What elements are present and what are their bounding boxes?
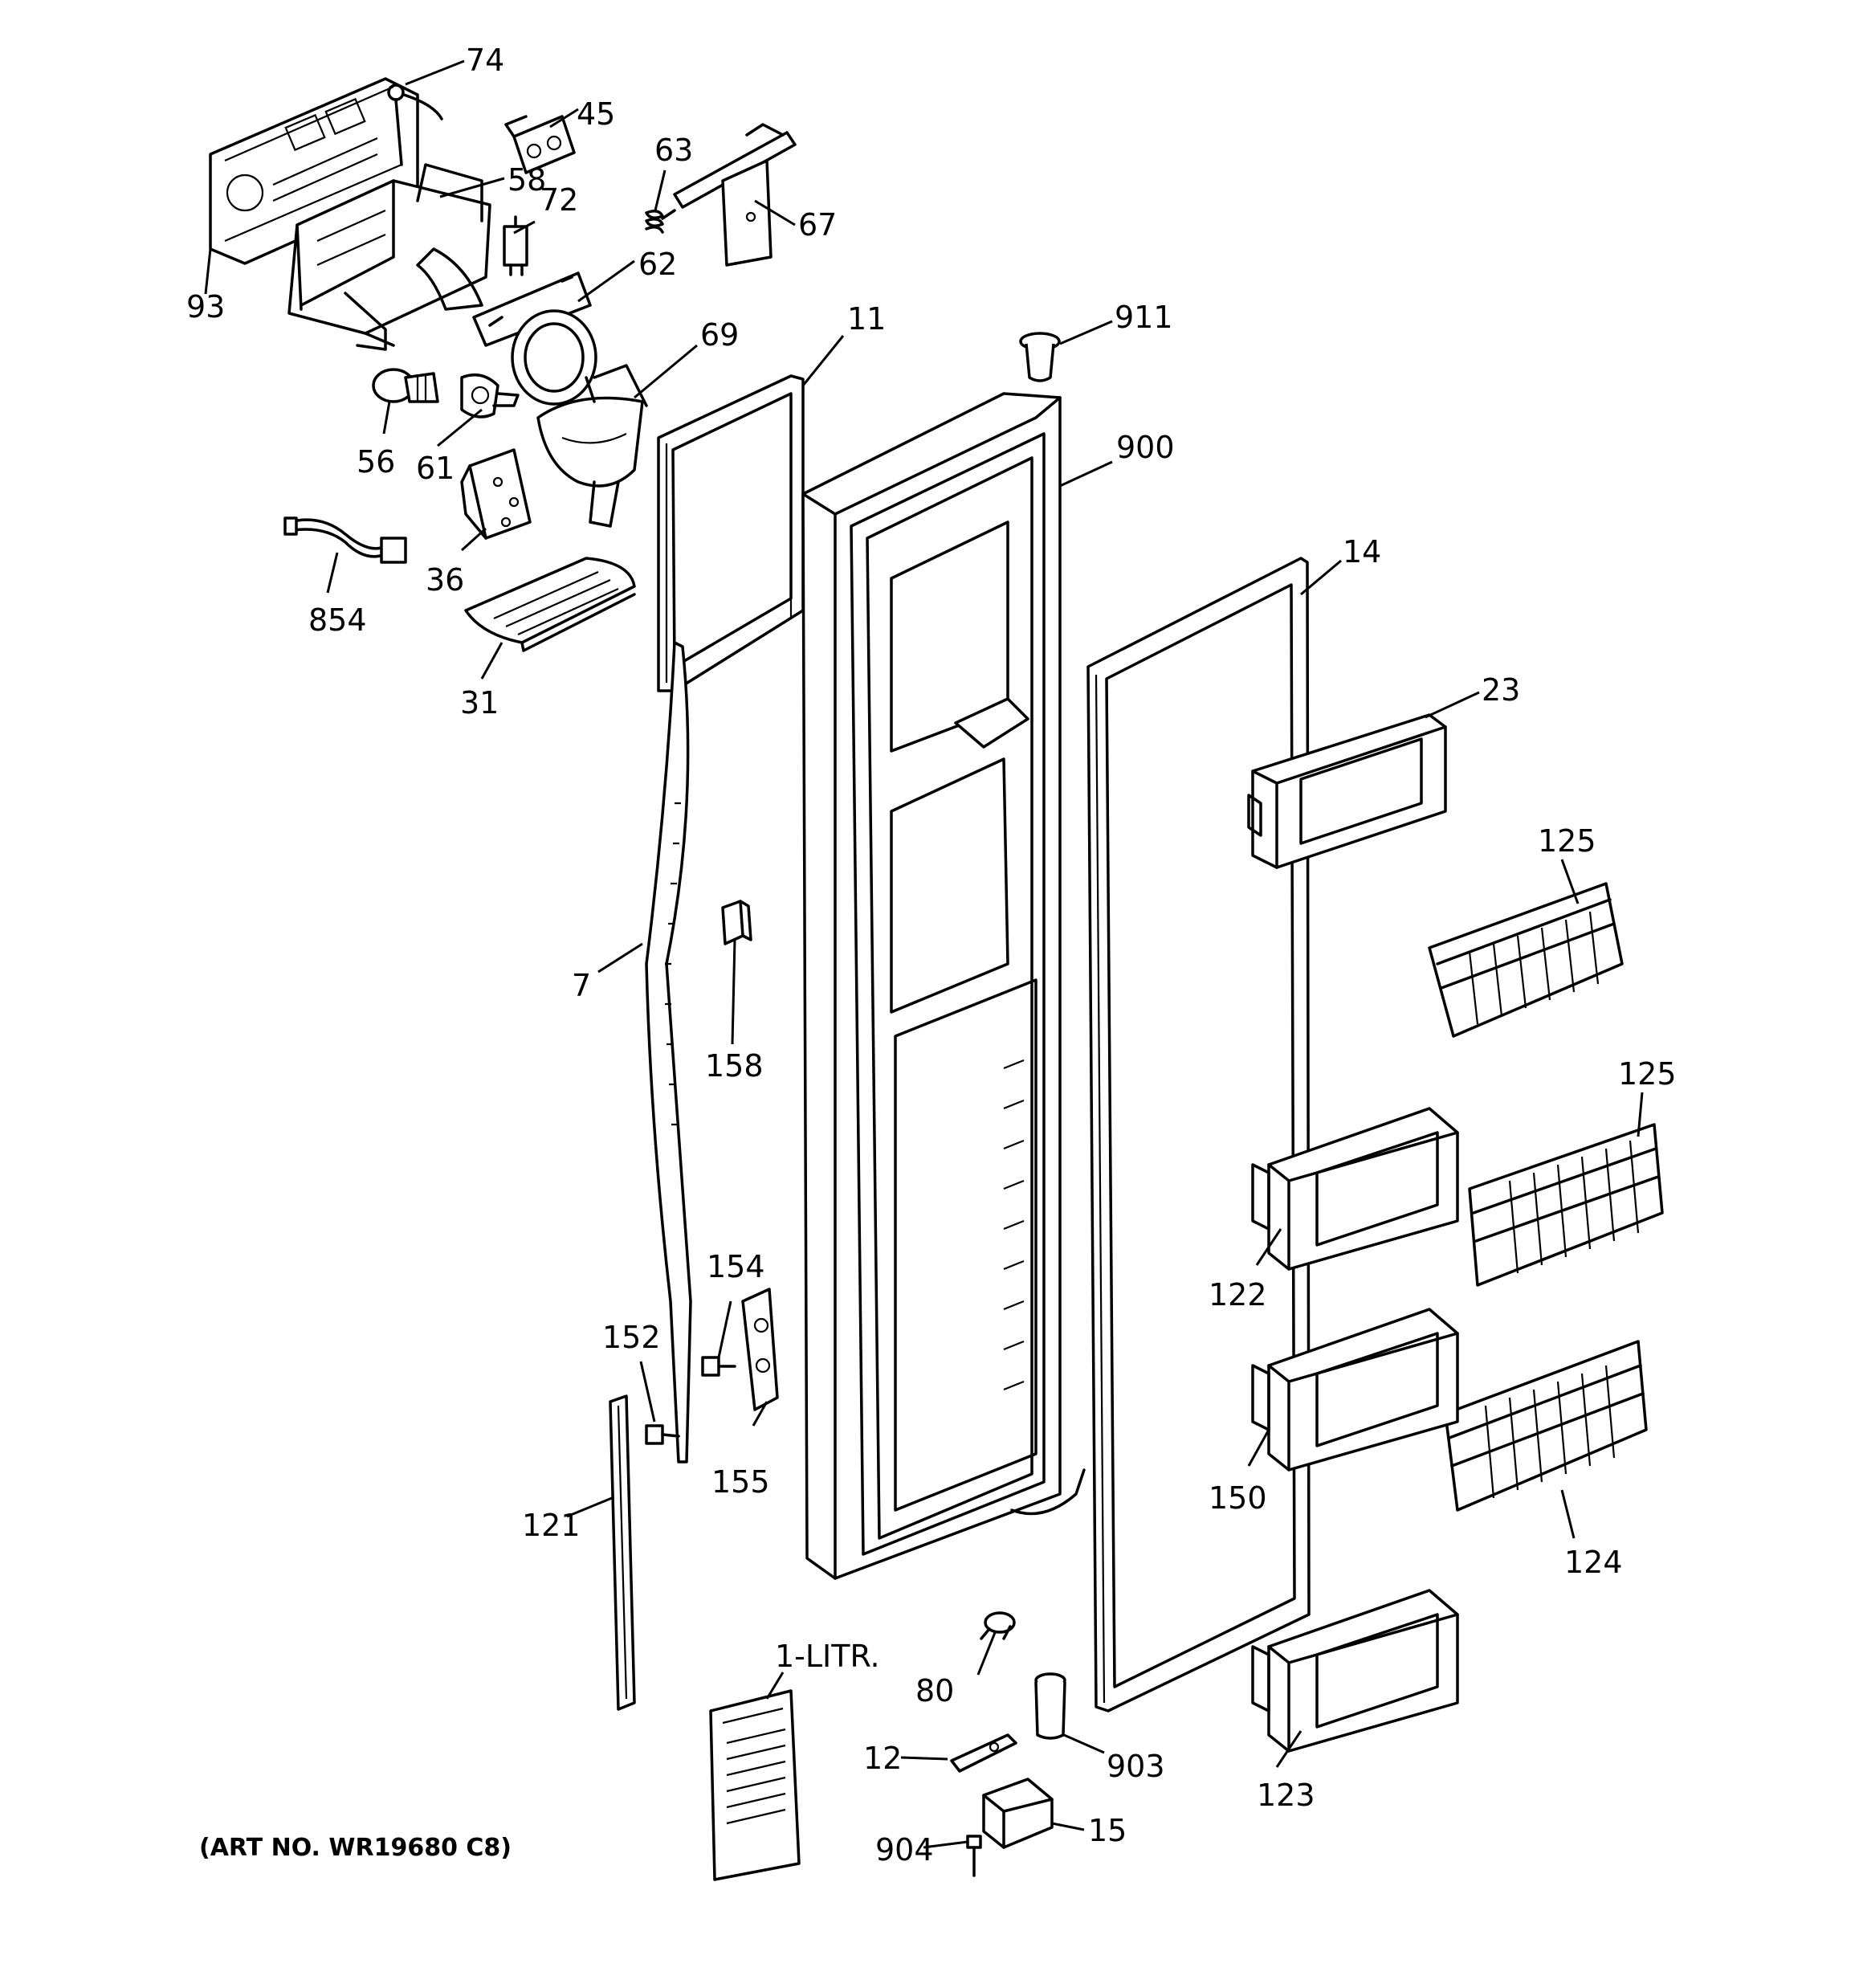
callout-125-middle: 125 xyxy=(1618,1056,1677,1092)
part-63-spring xyxy=(645,209,676,234)
callout-31: 31 xyxy=(460,685,499,720)
callout-854: 854 xyxy=(308,602,367,638)
part-62-motor-ring xyxy=(472,271,597,406)
callout-72: 72 xyxy=(540,182,578,218)
callout-152: 152 xyxy=(602,1320,661,1355)
part-61-socket xyxy=(460,373,520,418)
callout-61: 61 xyxy=(416,451,455,486)
callout-74: 74 xyxy=(466,43,504,78)
callout-124: 124 xyxy=(1564,1545,1623,1580)
part-72-switch xyxy=(503,215,528,276)
part-69-ice-chute xyxy=(536,364,648,528)
callout-903: 903 xyxy=(1107,1749,1165,1784)
part-854-wire-harness xyxy=(283,516,407,564)
callout-900: 900 xyxy=(1116,430,1175,465)
callout-56: 56 xyxy=(357,444,395,480)
part-154-screw xyxy=(701,1356,736,1377)
callout-158: 158 xyxy=(705,1048,764,1084)
callout-36: 36 xyxy=(426,562,464,598)
callout-1-litr: 1-LITR. xyxy=(775,1639,880,1674)
callout-15: 15 xyxy=(1088,1813,1127,1848)
part-125-basket-upper xyxy=(1428,882,1624,1038)
callout-7: 7 xyxy=(572,968,591,1003)
callout-58: 58 xyxy=(508,162,546,198)
leader-lines xyxy=(204,59,1644,1849)
part-904-screw xyxy=(966,1835,982,1877)
part-31-drip-tray xyxy=(464,557,636,652)
part-124-basket-lower xyxy=(1444,1340,1648,1512)
callout-12: 12 xyxy=(863,1741,902,1776)
callout-155: 155 xyxy=(711,1464,770,1500)
callout-67: 67 xyxy=(798,207,837,243)
part-80-plug xyxy=(980,1611,1016,1640)
callout-123: 123 xyxy=(1257,1778,1315,1813)
part-123-bin xyxy=(1251,1589,1459,1753)
callout-154: 154 xyxy=(707,1249,765,1284)
callout-911: 911 xyxy=(1115,300,1173,335)
part-1-litr-booklet xyxy=(709,1689,801,1881)
callout-150: 150 xyxy=(1209,1480,1267,1516)
part-121-trim xyxy=(609,1394,636,1711)
part-900-door xyxy=(801,392,1086,1580)
part-11-dispenser-frame xyxy=(657,374,805,692)
part-122-bin xyxy=(1251,1107,1459,1271)
callout-121: 121 xyxy=(522,1508,581,1543)
part-911-bushing xyxy=(1019,332,1061,382)
callout-93: 93 xyxy=(186,289,225,325)
part-45-bracket xyxy=(504,115,576,174)
callout-23: 23 xyxy=(1482,672,1520,708)
part-67-lever xyxy=(673,123,797,267)
callout-63: 63 xyxy=(654,133,693,168)
part-903-bushing xyxy=(1034,1672,1066,1740)
callout-80: 80 xyxy=(915,1673,954,1708)
part-15-hinge xyxy=(982,1778,1054,1849)
part-150-bin xyxy=(1251,1308,1459,1472)
part-155-hinge xyxy=(741,1288,779,1411)
art-number: (ART NO. WR19680 C8) xyxy=(199,1834,512,1862)
callout-45: 45 xyxy=(577,96,615,132)
part-36-bracket xyxy=(460,448,532,540)
part-12-shim xyxy=(950,1733,1017,1773)
part-158-block xyxy=(721,900,752,945)
callout-14: 14 xyxy=(1343,534,1381,569)
part-74-wire-spring xyxy=(387,84,443,166)
callout-11: 11 xyxy=(847,301,886,337)
part-125-basket-middle xyxy=(1468,1123,1664,1287)
callout-904: 904 xyxy=(875,1832,934,1868)
callout-69: 69 xyxy=(700,317,739,353)
callout-122: 122 xyxy=(1209,1277,1267,1312)
callout-125-upper: 125 xyxy=(1538,823,1596,859)
part-14-gasket xyxy=(1086,557,1311,1712)
part-58-dispenser-housing xyxy=(287,163,491,351)
part-7-handle-strip xyxy=(645,641,692,1463)
part-152-screw xyxy=(645,1424,680,1445)
callout-labels: 74 45 63 58 72 67 62 93 11 911 69 56 61 … xyxy=(186,43,1677,1868)
part-56-light-bulb xyxy=(372,368,439,403)
callout-62: 62 xyxy=(638,247,677,282)
